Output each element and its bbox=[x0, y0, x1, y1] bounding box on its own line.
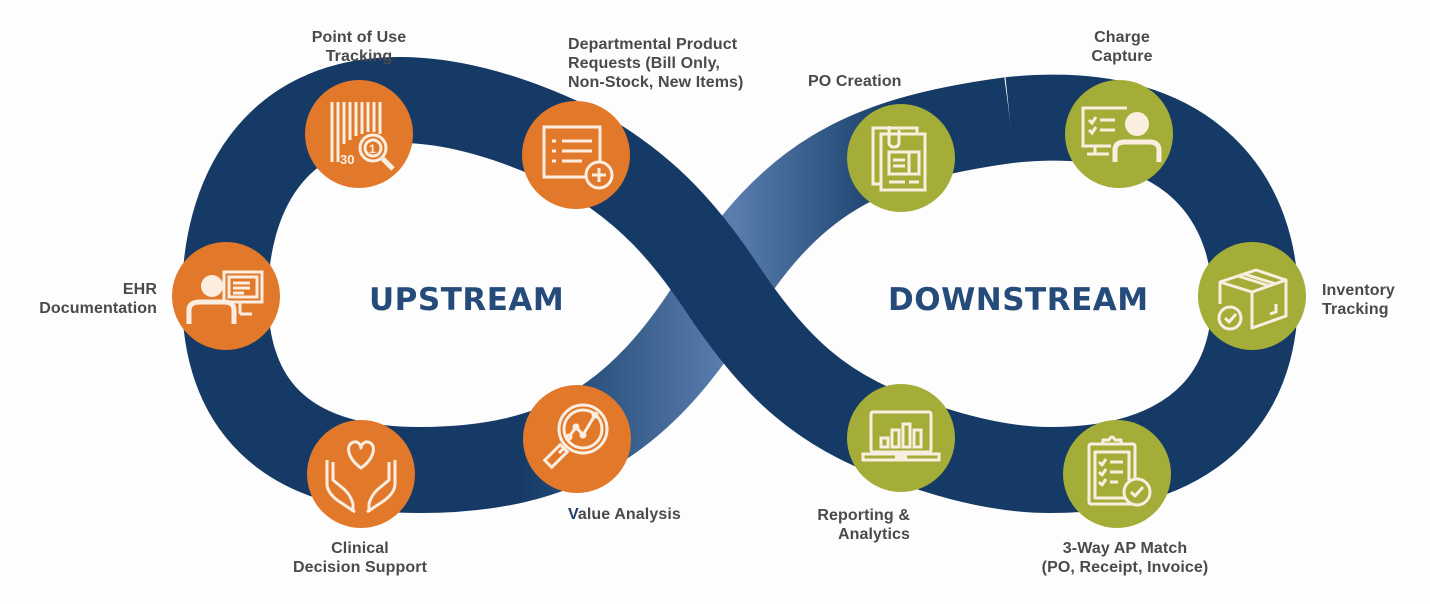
downstream-title: DOWNSTREAM bbox=[888, 282, 1149, 318]
label-reporting-analytics: Reporting & Analytics bbox=[817, 507, 910, 543]
hands-heart-icon bbox=[325, 440, 397, 514]
label-clinical-decision-support: Clinical Decision Support bbox=[292, 540, 428, 576]
node-charge-capture[interactable] bbox=[1065, 80, 1173, 188]
node-value-analysis[interactable] bbox=[523, 385, 631, 493]
band-left-loop bbox=[181, 56, 600, 513]
value-analysis-initial: V bbox=[568, 506, 578, 523]
label-point-of-use-tracking: Point of Use Tracking bbox=[311, 29, 407, 65]
list-add-icon bbox=[542, 125, 614, 190]
laptop-bars-icon bbox=[861, 410, 941, 462]
barcode-number: 30 bbox=[340, 152, 354, 167]
upstream-title: UPSTREAM bbox=[369, 282, 565, 318]
monitor-checklist-person-icon bbox=[1081, 106, 1162, 162]
label-value-analysis: Value Analysis bbox=[568, 505, 708, 524]
node-ehr-documentation[interactable] bbox=[172, 242, 280, 350]
node-po-creation[interactable] bbox=[847, 104, 955, 212]
band-right-loop bbox=[864, 74, 1299, 514]
label-3-way-ap-match: 3-Way AP Match (PO, Receipt, Invoice) bbox=[1041, 540, 1209, 576]
node-inventory-tracking[interactable] bbox=[1198, 242, 1306, 350]
label-inventory-tracking: Inventory Tracking bbox=[1322, 282, 1395, 318]
label-ehr-documentation: EHR Documentation bbox=[39, 281, 157, 317]
documents-clip-icon bbox=[871, 126, 927, 192]
node-point-of-use-tracking[interactable]: 30 1 bbox=[305, 80, 413, 188]
node-3-way-ap-match[interactable] bbox=[1063, 420, 1171, 528]
magnifier-digit: 1 bbox=[369, 142, 376, 156]
node-clinical-decision-support[interactable] bbox=[307, 420, 415, 528]
box-check-icon bbox=[1217, 268, 1288, 331]
value-analysis-rest: alue Analysis bbox=[577, 506, 681, 523]
node-departmental-product-requests[interactable] bbox=[522, 101, 630, 209]
node-reporting-analytics[interactable] bbox=[847, 384, 955, 492]
clipboard-check-icon bbox=[1087, 435, 1152, 507]
person-monitor-icon bbox=[186, 270, 264, 324]
label-po-creation: PO Creation bbox=[808, 73, 902, 90]
barcode-search-icon: 30 1 bbox=[330, 102, 395, 171]
label-departmental-product-requests: Departmental Product Requests (Bill Only… bbox=[568, 36, 744, 91]
label-charge-capture: Charge Capture bbox=[1091, 29, 1153, 65]
band-over-strand bbox=[540, 101, 915, 479]
magnifier-chart-icon bbox=[542, 403, 609, 470]
